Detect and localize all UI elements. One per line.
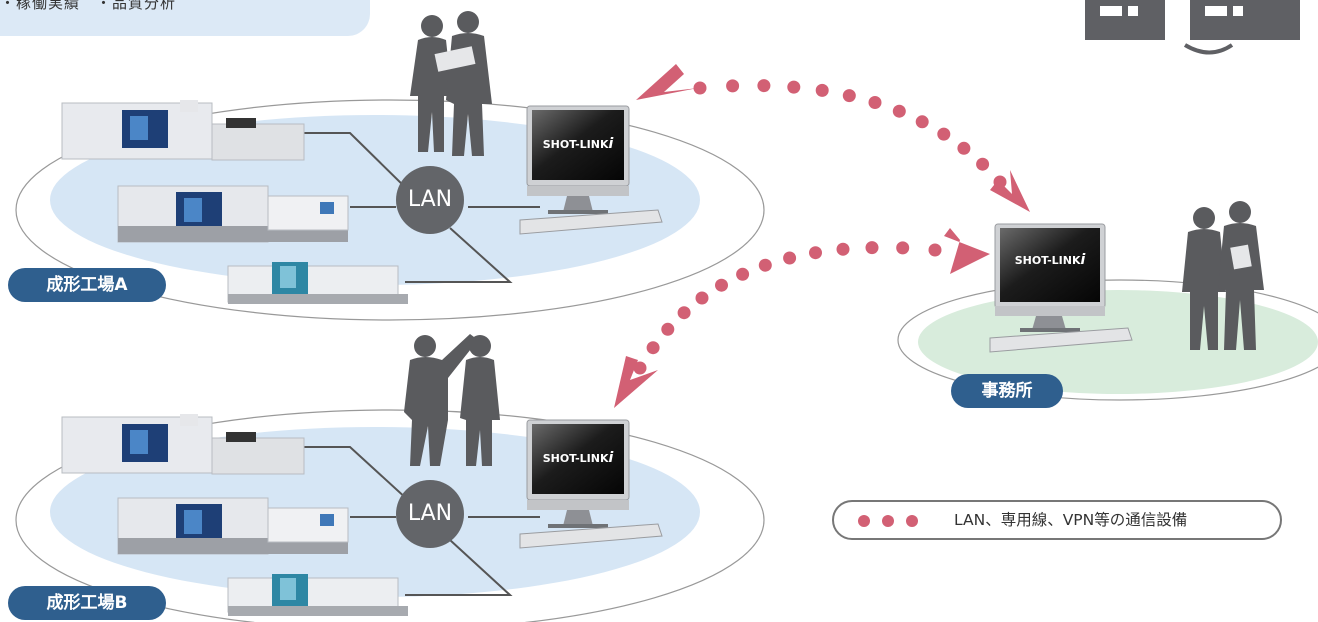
molding-machines-a	[61, 100, 408, 304]
arrowhead-factory-a	[636, 64, 698, 100]
legend-dot	[858, 515, 870, 527]
link-dot	[809, 246, 822, 260]
arrowhead-office-from-b	[944, 228, 990, 274]
arrowhead-factory-b	[614, 356, 658, 408]
monitor-a-brand: SHOT-LINKi	[542, 136, 614, 152]
factory-a-lan-lines	[302, 132, 540, 283]
legend-dot	[882, 515, 894, 527]
molding-machine-b2	[117, 497, 349, 555]
monitor-factory-b	[519, 419, 663, 549]
link-dot	[758, 258, 772, 272]
molding-machines-b	[61, 414, 408, 616]
workers-factory-a	[410, 11, 492, 156]
badge-office: 事務所	[951, 374, 1063, 408]
legend-text: LAN、専用線、VPN等の通信設備	[954, 511, 1188, 529]
workers-factory-b	[404, 334, 500, 466]
badge-factory-a: 成形工場A	[8, 268, 166, 302]
lan-node-a: LAN	[396, 166, 464, 234]
staff-office	[1182, 201, 1264, 350]
monitor-b-brand: SHOT-LINKi	[542, 450, 614, 466]
factory-b-lan-lines	[302, 446, 540, 596]
lan-node-b: LAN	[396, 480, 464, 548]
legend-dot	[906, 515, 918, 527]
info-note-text: ・稼働実績 ・品質分析	[0, 0, 177, 12]
link-dot	[787, 80, 801, 94]
link-dot	[896, 241, 910, 255]
link-dot	[976, 157, 990, 171]
link-factory-a-office	[636, 64, 1030, 212]
link-dot	[815, 83, 829, 97]
link-dot	[892, 104, 906, 118]
link-dot	[715, 278, 728, 292]
building-icon	[1085, 0, 1300, 55]
link-dot	[957, 141, 971, 155]
link-dot	[937, 127, 951, 141]
molding-machine-b1	[61, 414, 305, 475]
link-dot	[842, 89, 856, 103]
link-dot	[661, 322, 675, 336]
link-dot	[868, 96, 882, 109]
link-factory-b-office	[614, 228, 990, 408]
molding-machine-a1	[61, 100, 305, 161]
molding-machine-a2	[117, 185, 349, 243]
monitor-office	[989, 223, 1133, 353]
link-dot	[757, 79, 771, 93]
link-dot	[633, 361, 647, 375]
badge-factory-b: 成形工場B	[8, 586, 166, 620]
info-note-box	[0, 0, 370, 36]
arrowhead-office-from-a	[990, 170, 1030, 212]
link-dot	[677, 306, 691, 320]
link-dot	[646, 341, 660, 355]
link-dot	[915, 115, 929, 129]
link-dot	[865, 241, 879, 255]
link-dot	[928, 243, 942, 257]
link-dot	[726, 79, 740, 93]
monitor-office-brand: SHOT-LINKi	[1014, 252, 1086, 268]
link-dot	[693, 81, 707, 95]
legend: LAN、専用線、VPN等の通信設備	[832, 500, 1282, 540]
link-dot	[836, 242, 850, 256]
monitor-factory-a	[519, 105, 663, 235]
link-dot	[695, 291, 709, 305]
molding-machine-a3	[227, 262, 408, 304]
link-dot	[783, 251, 797, 265]
molding-machine-b3	[227, 574, 408, 616]
link-dot	[736, 267, 750, 281]
